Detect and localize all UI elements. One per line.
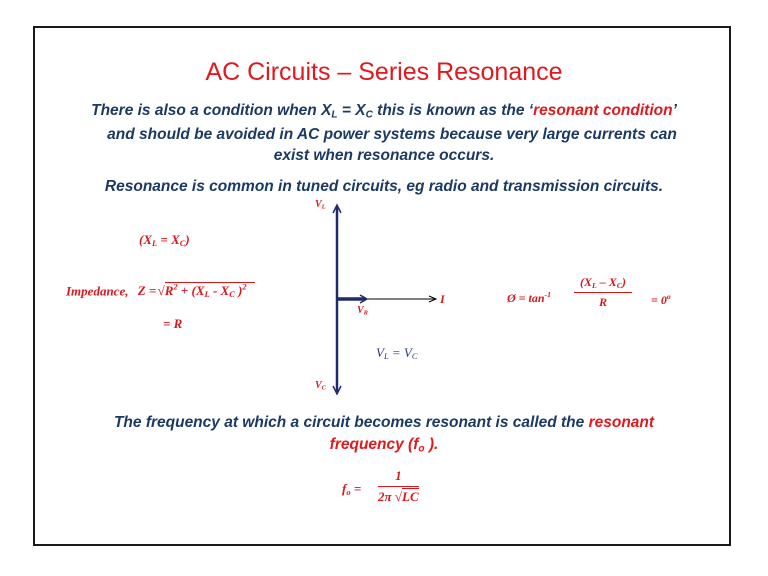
text: R [164,283,174,299]
text: 2π [378,489,395,504]
slide-title: AC Circuits – Series Resonance [205,58,563,86]
text: V [376,345,384,360]
impedance-result: = R [163,316,183,331]
fraction: (XL – XC) R [574,275,632,310]
superscript: 2 [242,282,247,292]
denominator: 2π √LC [378,487,419,505]
subscript: L [321,203,326,211]
subscript: L [152,238,158,249]
text: There is also a condition when X [91,102,332,119]
frequency-highlight: frequency [329,436,404,453]
text: (f [403,436,419,453]
vc-arrowhead-icon [332,385,342,396]
phasor-diagram [332,203,438,396]
vl-label: VL [315,199,326,211]
text: = X [157,232,180,247]
text: The frequency at which a circuit becomes… [113,414,589,431]
subscript: C [365,109,373,121]
text: ) [185,232,190,247]
degree-symbol: o [666,292,671,301]
vr-label: VR [357,305,368,317]
text: V [357,305,364,316]
fraction: 1 2π √LC [378,468,419,505]
subscript: L [383,351,389,362]
text: = [350,481,362,496]
text: ). [424,436,439,453]
voltage-equality: VL = VC [376,345,418,361]
i-arrowhead-icon [428,295,438,303]
text: (X [139,232,152,247]
phase-fraction: (XL – XC) R [574,275,632,310]
paragraph-2: Resonance is common in tuned circuits, e… [104,178,664,195]
impedance-label: Impedance, [66,283,129,299]
subscript: R [363,309,369,317]
current-label: I [440,292,445,306]
radicand: LC [402,488,419,504]
impedance-formula: Impedance, Z = √R2 + (XL - XC )2 [66,282,255,299]
superscript: 2 [173,282,178,292]
text: = X [337,102,366,119]
subscript: o [418,443,425,455]
subscript: C [321,384,327,392]
text: + (X [177,283,205,299]
text: V [315,199,322,210]
subscript: L [331,109,338,121]
subscript: C [411,351,418,362]
superscript: -1 [544,290,552,299]
paragraph-1-line-3: exist when resonance occurs. [273,147,495,164]
text: ) [621,275,626,289]
text: ’ [672,102,677,119]
sqrt-sign: √ [157,283,165,299]
subscript: C [616,280,622,290]
phase-lhs: Ø = tan-1 [507,290,551,306]
subscript: L [592,280,597,290]
subscript: o [346,487,351,498]
text: = 0 [651,293,667,307]
text: = V [388,345,412,360]
text: Ø = tan [507,291,545,305]
numerator: (XL – XC) [574,275,632,293]
text: ) [234,283,243,299]
vr-arrowhead-icon [359,294,369,304]
paragraph-1-line-1: There is also a condition when XL = XC t… [0,102,768,121]
text: this is known as the ‘ [372,102,534,119]
text: – X [596,275,617,289]
vl-arrowhead-icon [332,203,342,214]
numerator: 1 [378,468,419,487]
denominator: R [598,295,607,309]
paragraph-3-line-1: The frequency at which a circuit becomes… [0,414,768,432]
paragraph-3-line-2: frequency (fo ). [0,436,768,455]
impedance-lhs: Z = [137,283,157,299]
text: f [342,481,347,496]
fo-fraction: 1 2π √LC [378,468,419,505]
paragraph-1-line-2: and should be avoided in AC power system… [107,126,677,143]
vc-label: VC [315,380,326,392]
radicand: R2 + (XL - XC )2 [164,282,255,300]
resonant-highlight: resonant [588,414,655,431]
slide-frame [33,26,731,546]
text: V [315,380,322,391]
subscript: L [204,289,210,300]
resonance-condition: (XL = XC) [139,232,190,248]
text: (X [580,275,592,289]
subscript: C [179,238,186,249]
text: - X [209,283,230,299]
resonant-condition-highlight: resonant condition [533,102,673,119]
subscript: C [229,289,235,300]
sqrt-sign: √ [394,489,402,504]
phase-rhs: = 0o [651,292,671,308]
fo-lhs: fo = [342,481,361,497]
